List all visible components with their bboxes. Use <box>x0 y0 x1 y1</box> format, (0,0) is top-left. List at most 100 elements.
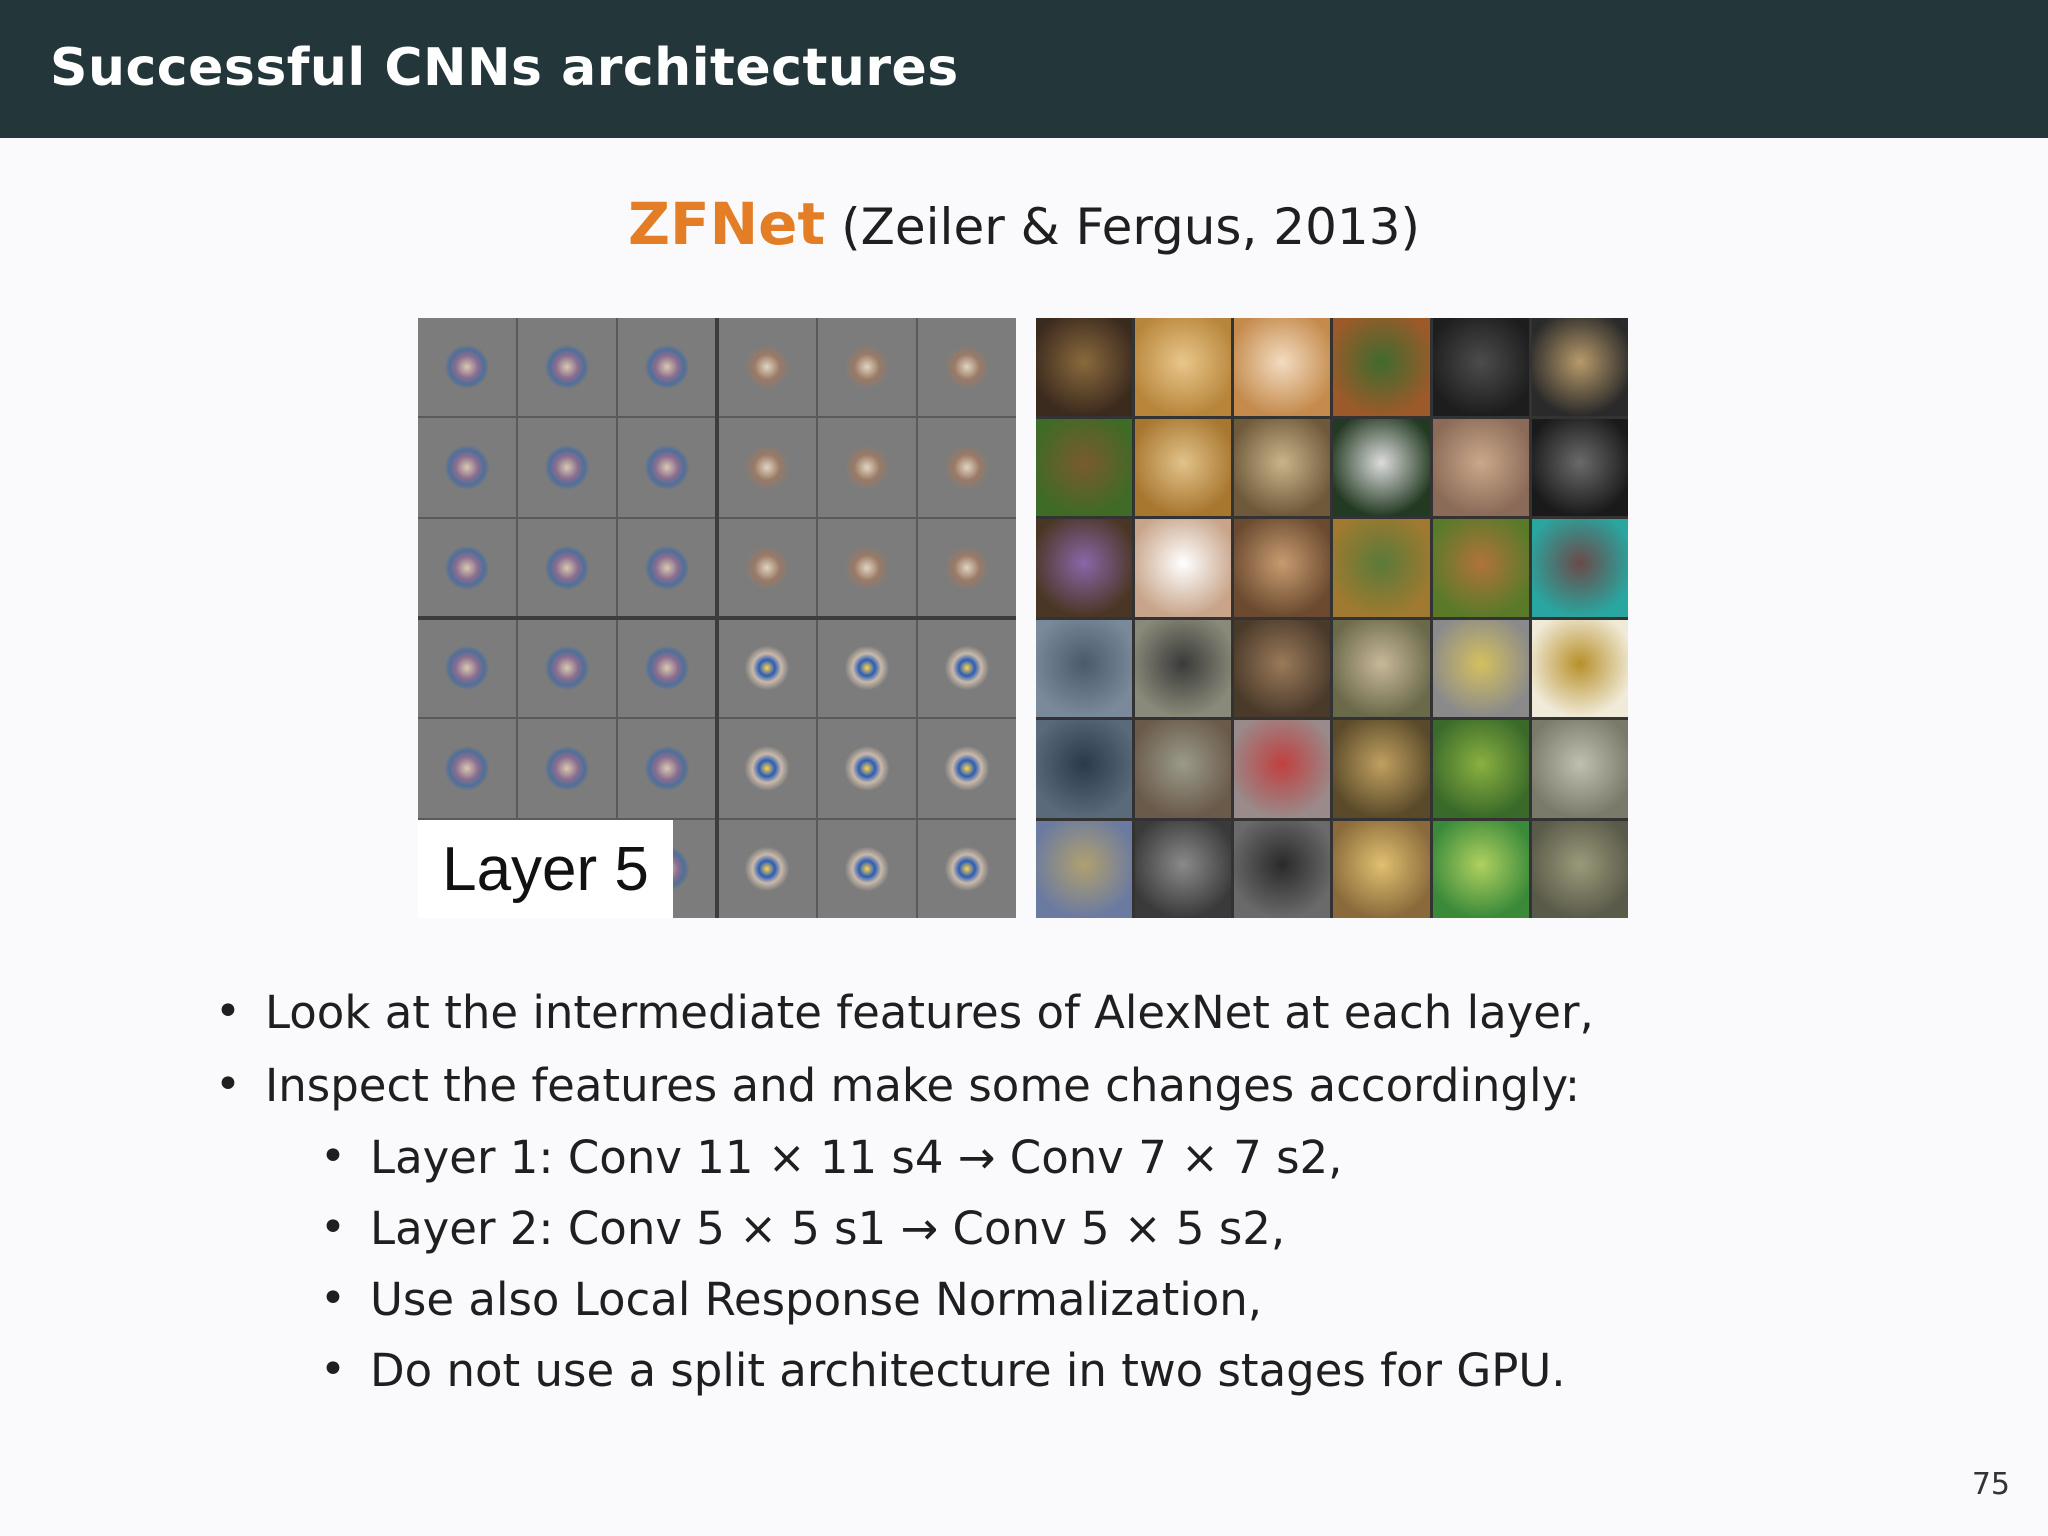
image-patch <box>1432 318 1529 416</box>
feature-pattern <box>544 444 590 491</box>
feature-cell <box>718 418 816 517</box>
image-patch <box>1432 820 1529 918</box>
quadrant-divider-horizontal <box>418 616 1016 620</box>
feature-pattern <box>844 645 890 691</box>
image-patch <box>1135 619 1232 717</box>
image-patch <box>1036 318 1133 416</box>
image-patch <box>1531 619 1628 717</box>
feature-pattern <box>944 344 990 390</box>
bullet-item: • Look at the intermediate features of A… <box>215 986 1594 1039</box>
feature-cell <box>418 518 516 617</box>
feature-cell <box>518 518 616 617</box>
slide-subtitle: ZFNet (Zeiler & Fergus, 2013) <box>0 190 2048 258</box>
feature-pattern <box>944 645 990 691</box>
feature-cell <box>518 719 616 818</box>
feature-pattern <box>744 846 790 892</box>
image-patch <box>1234 820 1331 918</box>
feature-cell <box>818 719 916 818</box>
feature-cell <box>718 819 816 918</box>
citation: (Zeiler & Fergus, 2013) <box>841 198 1421 256</box>
feature-pattern <box>844 745 890 792</box>
feature-cell <box>718 719 816 818</box>
bullet-item: • Inspect the features and make some cha… <box>215 1059 1580 1112</box>
image-patch <box>1333 619 1430 717</box>
feature-cell <box>418 318 516 417</box>
feature-cell <box>818 418 916 517</box>
feature-cell <box>718 518 816 617</box>
layer-label: Layer 5 <box>418 820 673 918</box>
feature-pattern <box>644 645 690 691</box>
feature-pattern <box>644 344 690 390</box>
feature-cell <box>418 418 516 517</box>
image-patch <box>1531 720 1628 818</box>
feature-pattern <box>844 846 890 892</box>
feature-cell <box>618 619 716 718</box>
image-patch <box>1135 318 1232 416</box>
sub-bullet-item: • Layer 2: Conv 5 × 5 s1 → Conv 5 × 5 s2… <box>320 1202 1286 1255</box>
image-patch <box>1531 418 1628 516</box>
feature-cell <box>518 619 616 718</box>
feature-cell <box>718 318 816 417</box>
feature-cell <box>418 619 516 718</box>
image-patch <box>1333 318 1430 416</box>
feature-cell <box>418 719 516 818</box>
bullet-marker: • <box>320 1202 346 1253</box>
feature-pattern <box>844 444 890 491</box>
feature-pattern <box>444 444 490 491</box>
image-patch <box>1432 418 1529 516</box>
image-patch <box>1036 720 1133 818</box>
image-patch <box>1333 418 1430 516</box>
feature-cell <box>618 719 716 818</box>
feature-pattern <box>544 745 590 792</box>
feature-cell <box>918 518 1016 617</box>
feature-cell <box>918 719 1016 818</box>
image-patch-grid <box>1036 318 1628 918</box>
feature-cell <box>918 418 1016 517</box>
model-name: ZFNet <box>627 190 826 258</box>
image-patch <box>1531 519 1628 617</box>
feature-pattern <box>844 344 890 390</box>
feature-pattern <box>644 444 690 491</box>
image-patch <box>1036 619 1133 717</box>
feature-pattern <box>944 745 990 792</box>
feature-pattern <box>544 545 590 591</box>
image-patch <box>1036 519 1133 617</box>
image-patch <box>1234 720 1331 818</box>
feature-cell <box>718 619 816 718</box>
image-patch <box>1036 820 1133 918</box>
feature-pattern <box>744 745 790 792</box>
image-patch <box>1432 619 1529 717</box>
image-patch <box>1135 519 1232 617</box>
image-patch <box>1234 418 1331 516</box>
feature-pattern <box>744 545 790 591</box>
sub-bullet-item: • Layer 1: Conv 11 × 11 s4 → Conv 7 × 7 … <box>320 1131 1343 1184</box>
image-patch <box>1333 519 1430 617</box>
image-patch <box>1234 519 1331 617</box>
image-patch <box>1432 519 1529 617</box>
feature-cell <box>518 318 616 417</box>
bullet-marker: • <box>320 1344 346 1395</box>
bullet-marker: • <box>215 1059 241 1110</box>
feature-pattern <box>844 545 890 591</box>
feature-cell <box>818 318 916 417</box>
slide-header: Successful CNNs architectures <box>0 0 2048 138</box>
feature-pattern <box>944 846 990 892</box>
feature-pattern <box>944 444 990 491</box>
feature-pattern <box>744 444 790 491</box>
feature-pattern <box>744 645 790 691</box>
sub-bullet-item: • Use also Local Response Normalization, <box>320 1273 1263 1326</box>
image-patch <box>1135 820 1232 918</box>
feature-pattern <box>444 545 490 591</box>
slide-title: Successful CNNs architectures <box>50 38 959 98</box>
image-patch <box>1135 418 1232 516</box>
image-patch <box>1135 720 1232 818</box>
feature-pattern <box>444 645 490 691</box>
feature-pattern <box>744 344 790 390</box>
image-patch <box>1531 820 1628 918</box>
feature-cell <box>818 619 916 718</box>
bullet-marker: • <box>320 1273 346 1324</box>
feature-pattern <box>444 745 490 792</box>
image-patch <box>1531 318 1628 416</box>
bullet-marker: • <box>215 986 241 1037</box>
feature-pattern <box>544 344 590 390</box>
